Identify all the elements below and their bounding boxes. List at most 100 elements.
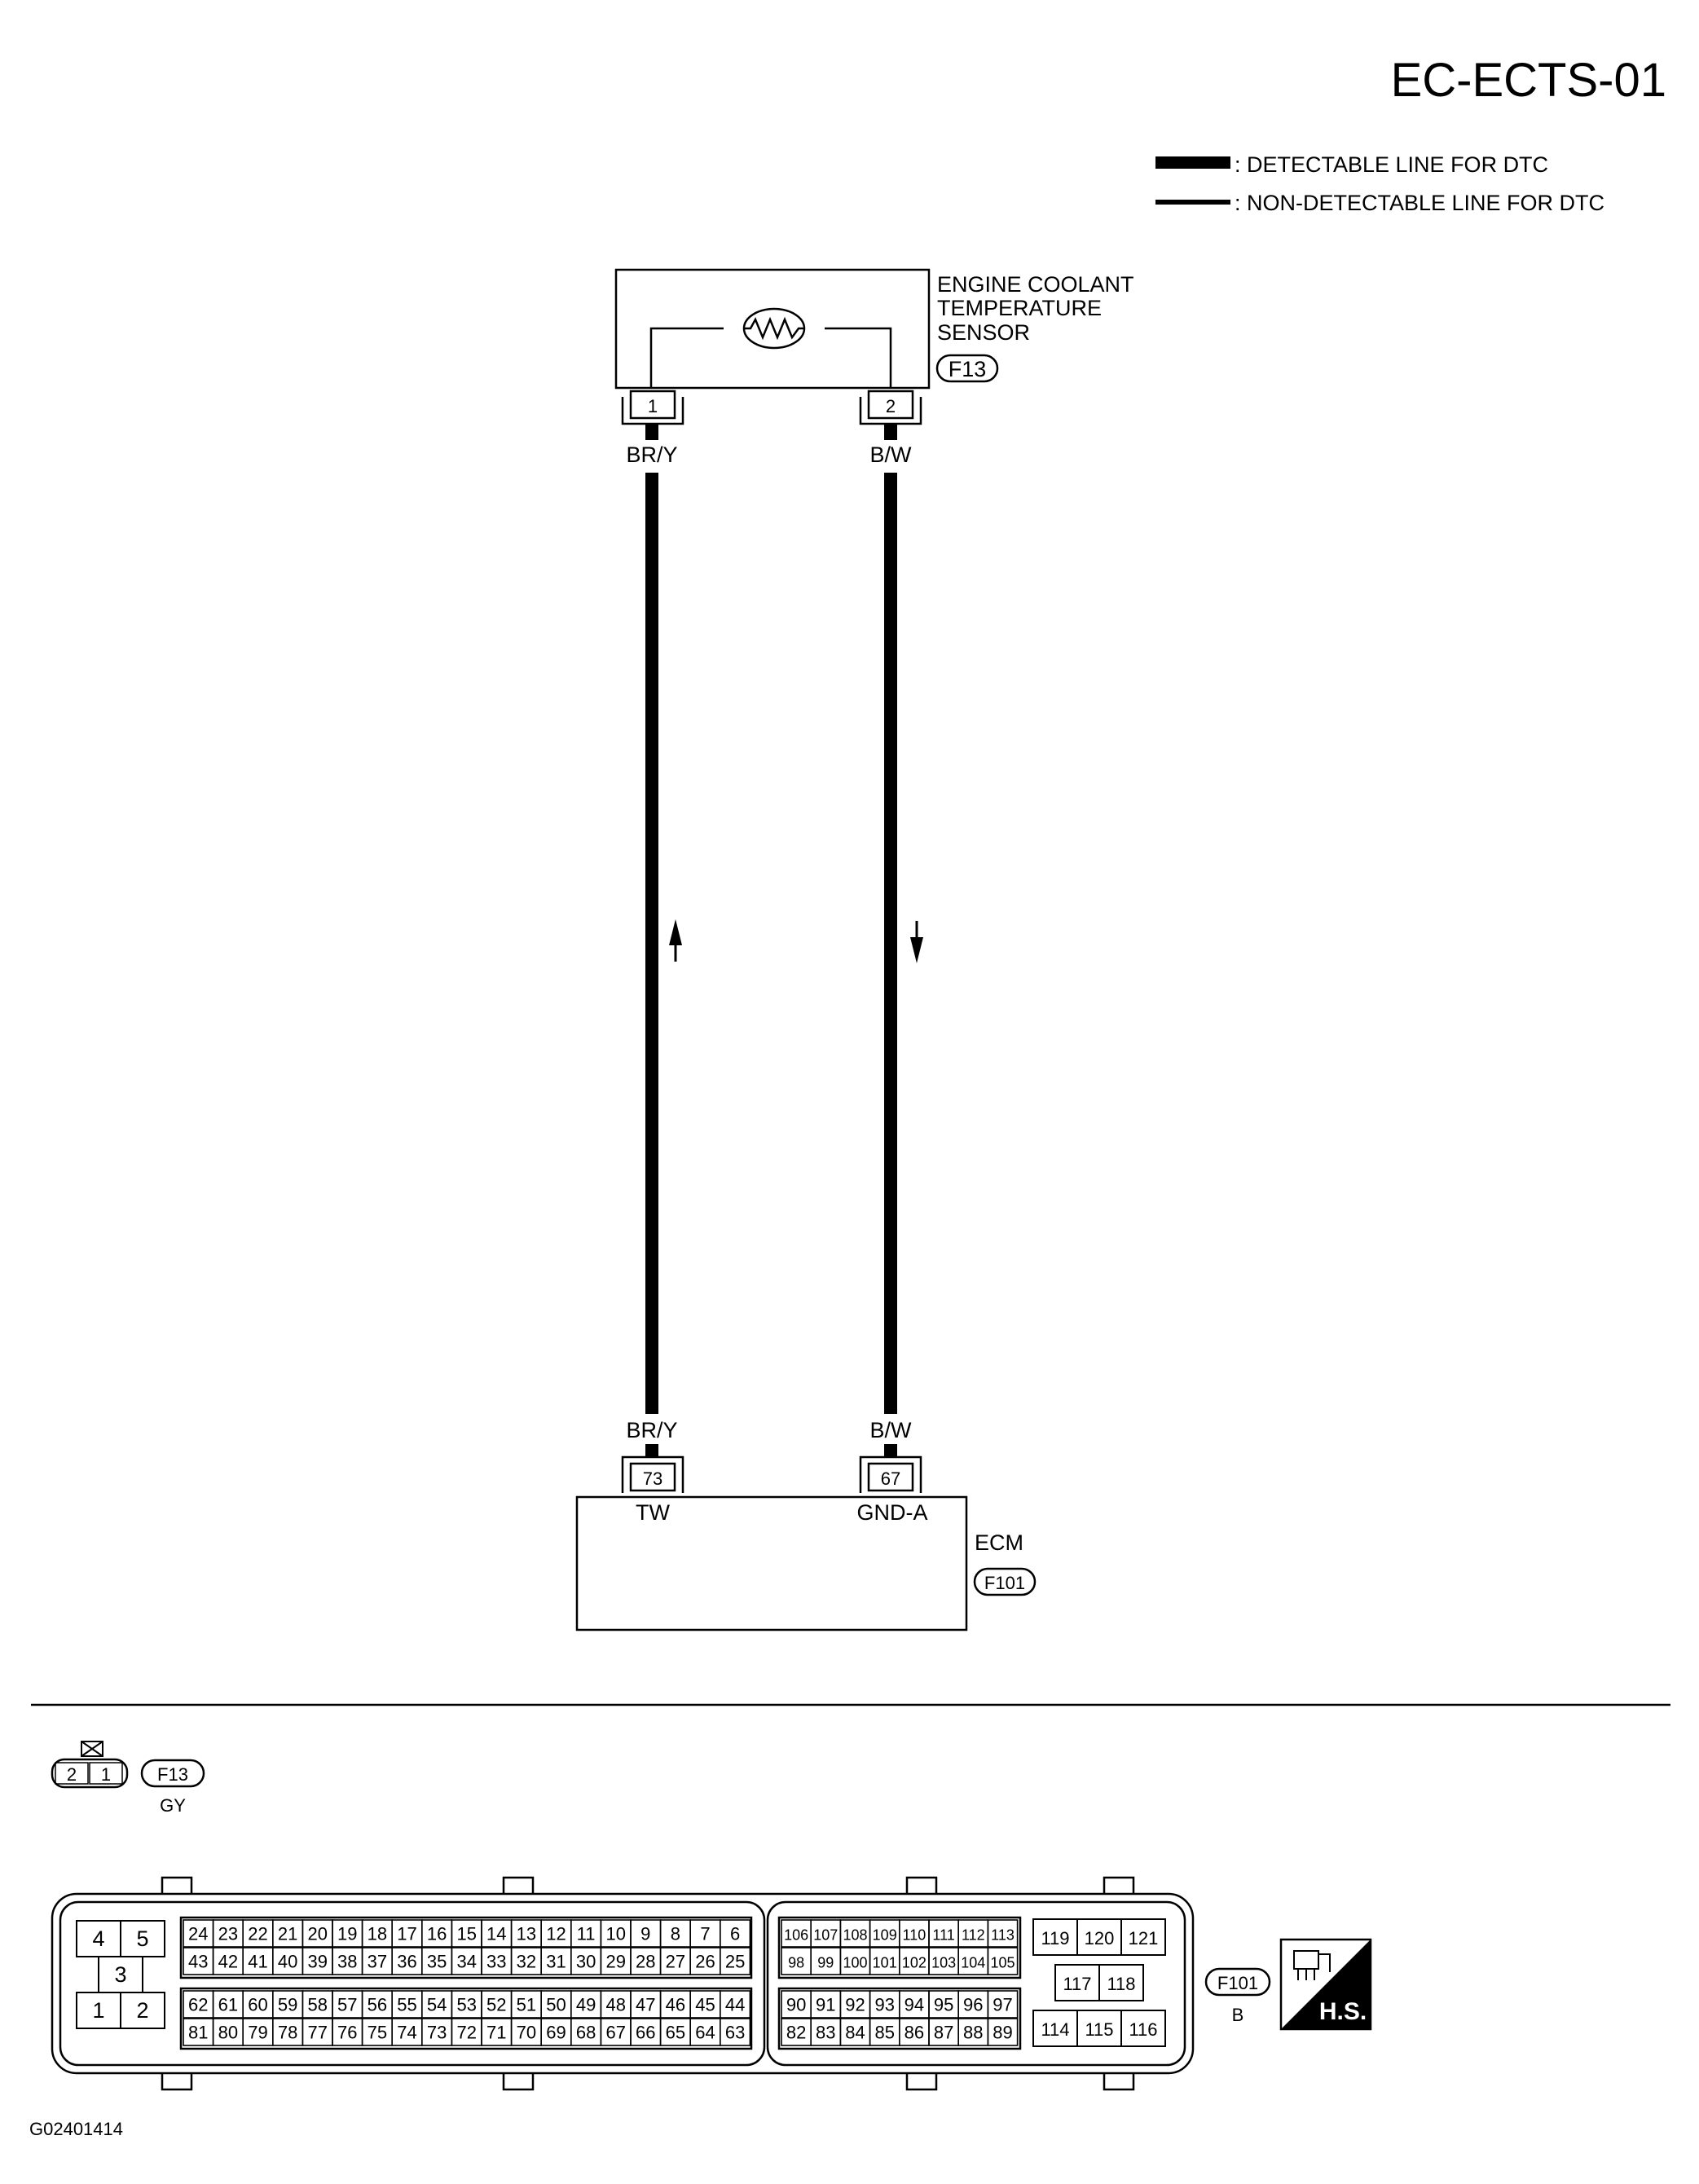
f13-connector-view: 2 1 F13 GY — [51, 1741, 205, 1816]
f101-pin-label: 108 — [843, 1926, 867, 1943]
f101-pin-label: 61 — [218, 1994, 238, 2014]
f101-pin-label: 62 — [188, 1994, 208, 2014]
f101-pin-cell — [719, 1990, 751, 2019]
f101-pin-label: 97 — [993, 1994, 1012, 2014]
svg-text:120: 120 — [1085, 1928, 1115, 1948]
f101-pin-label: 93 — [874, 1994, 894, 2014]
ecm-connector-id: F101 — [984, 1573, 1025, 1593]
f101-pin-label: 76 — [337, 2022, 357, 2042]
f101-pin-label: 94 — [905, 1994, 924, 2014]
f101-pin-label: 103 — [931, 1954, 956, 1970]
f101-pin-label: 36 — [397, 1951, 416, 1971]
f101-pin-label: 22 — [248, 1923, 267, 1944]
f101-pin-label: 55 — [397, 1994, 416, 2014]
f101-pin-label: 70 — [517, 2022, 536, 2042]
svg-text:2: 2 — [886, 396, 896, 416]
f101-pin-label: 80 — [218, 2022, 238, 2042]
f101-pin-label: 111 — [932, 1926, 954, 1943]
svg-text:121: 121 — [1129, 1928, 1159, 1948]
svg-text:73: 73 — [643, 1468, 662, 1489]
f101-pin-label: 112 — [962, 1926, 985, 1943]
f101-pin-label: 73 — [427, 2022, 447, 2042]
f101-pin-label: 16 — [427, 1923, 447, 1944]
f101-pin-label: 84 — [845, 2022, 865, 2042]
f101-pin-cell — [987, 2018, 1019, 2046]
svg-text:116: 116 — [1129, 2019, 1157, 2040]
f101-pin-label: 89 — [993, 2022, 1012, 2042]
f101-pin-label: 32 — [517, 1951, 536, 1971]
f101-pin-label: 9 — [640, 1923, 650, 1944]
f101-pin-label: 13 — [517, 1923, 536, 1944]
hs-badge-text: H.S. — [1319, 1998, 1367, 2025]
f101-pin-label: 69 — [546, 2022, 566, 2042]
f101-pin-label: 96 — [963, 1994, 983, 2014]
arrow-down-icon — [910, 921, 923, 963]
diagram-id: EC-ECTS-01 — [1391, 54, 1666, 107]
f101-pin-label: 53 — [456, 1994, 476, 2014]
f101-pin-label: 74 — [397, 2022, 416, 2042]
sensor-connector-id: F13 — [949, 357, 987, 381]
wire-color-right-top: B/W — [870, 443, 913, 467]
f101-pin-label: 50 — [546, 1994, 566, 2014]
f101-pin-label: 33 — [486, 1951, 506, 1971]
f101-pin-label: 34 — [456, 1951, 476, 1971]
f101-pin-label: 24 — [188, 1923, 208, 1944]
f101-pin-label: 109 — [873, 1926, 897, 1943]
f101-pin-label: 110 — [903, 1926, 927, 1943]
f101-pin-label: 83 — [816, 2022, 835, 2042]
f101-pin-cell — [719, 1919, 751, 1948]
f101-right-block — [1032, 1918, 1166, 2047]
svg-text:117: 117 — [1063, 1974, 1091, 1994]
f101-pin-label: 58 — [307, 1994, 327, 2014]
sensor-pin-1: 1 — [621, 390, 684, 425]
wire-color-right-bottom: B/W — [870, 1418, 913, 1442]
thermistor-icon — [742, 307, 806, 350]
f101-pin-label: 26 — [695, 1951, 715, 1971]
ecm-pin-73-name: TW — [636, 1500, 670, 1525]
f101-pin-label: 67 — [605, 2022, 625, 2042]
f101-pin-label: 49 — [576, 1994, 596, 2014]
f101-pin-label: 87 — [934, 2022, 953, 2042]
svg-text:1: 1 — [92, 1998, 104, 2023]
wire-color-left-top: BR/Y — [626, 443, 677, 467]
f101-pin-label: 105 — [990, 1954, 1015, 1970]
ecm-connector-badge — [973, 1567, 1037, 1596]
f101-pin-label: 82 — [786, 2022, 806, 2042]
f101-pin-label: 43 — [188, 1951, 208, 1971]
legend: : DETECTABLE LINE FOR DTC : NON-DETECTAB… — [1155, 152, 1604, 215]
f101-pin-label: 8 — [671, 1923, 680, 1944]
ecm-pin-67: 67 — [859, 1455, 922, 1493]
f101-pin-label: 46 — [666, 1994, 685, 2014]
f101-pin-label: 102 — [902, 1954, 927, 1970]
f101-pin-label: 60 — [248, 1994, 267, 2014]
f101-pin-label: 44 — [725, 1994, 745, 2014]
sensor-name-line1: ENGINE COOLANT — [937, 272, 1134, 297]
f101-pin-label: 25 — [725, 1951, 745, 1971]
f101-pin-label: 65 — [666, 2022, 685, 2042]
f101-pin-label: 99 — [817, 1954, 834, 1970]
ecm-label: ECM — [975, 1530, 1023, 1555]
svg-text:4: 4 — [92, 1926, 104, 1951]
f101-pin-label: 35 — [427, 1951, 447, 1971]
f101-pin-label: 54 — [427, 1994, 447, 2014]
f101-pin-label: 47 — [636, 1994, 655, 2014]
f101-pin-label: 37 — [368, 1951, 387, 1971]
f101-pin-label: 66 — [636, 2022, 655, 2042]
f101-pin-label: 107 — [813, 1926, 838, 1943]
f101-pin-label: 10 — [605, 1923, 625, 1944]
svg-text:5: 5 — [136, 1926, 148, 1951]
sensor-pin-2: 2 — [859, 390, 922, 425]
svg-text:114: 114 — [1041, 2019, 1069, 2040]
f101-pin-label: 72 — [456, 2022, 476, 2042]
f101-pin-label: 98 — [788, 1954, 804, 1970]
f101-pin-label: 77 — [307, 2022, 327, 2042]
svg-text:1: 1 — [101, 1764, 111, 1785]
svg-text:2: 2 — [67, 1764, 77, 1785]
f101-pin-label: 23 — [218, 1923, 238, 1944]
f101-pin-label: 106 — [784, 1926, 808, 1943]
svg-text:118: 118 — [1107, 1974, 1135, 1994]
f101-pin-label: 92 — [845, 1994, 865, 2014]
f101-pin-label: 71 — [486, 2022, 506, 2042]
